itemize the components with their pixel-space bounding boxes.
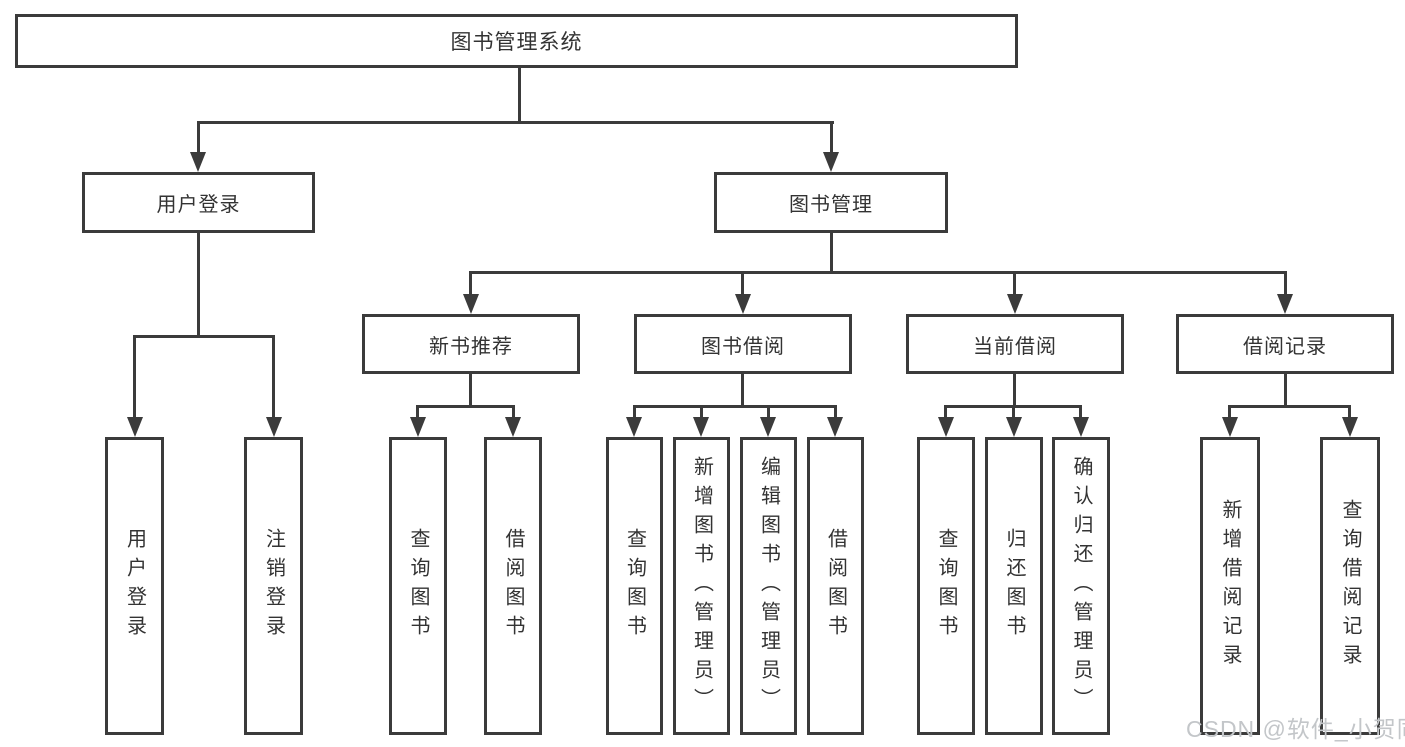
down-arrow-icon bbox=[1073, 417, 1089, 437]
leaf-borrow-books-2: 借阅图书 bbox=[807, 437, 864, 735]
down-arrow-icon bbox=[1222, 417, 1238, 437]
node-borrowing-records: 借阅记录 bbox=[1176, 314, 1394, 374]
leaf-logout: 注销登录 bbox=[244, 437, 303, 735]
connector-line bbox=[741, 374, 744, 408]
node-book-management: 图书管理 bbox=[714, 172, 948, 233]
down-arrow-icon bbox=[735, 294, 751, 314]
connector-line bbox=[133, 335, 275, 338]
connector-line bbox=[197, 121, 200, 155]
leaf-return-books: 归还图书 bbox=[985, 437, 1043, 735]
connector-line bbox=[197, 233, 200, 338]
leaf-query-books-3: 查询图书 bbox=[917, 437, 975, 735]
connector-line bbox=[197, 121, 834, 124]
down-arrow-icon bbox=[1342, 417, 1358, 437]
node-book-borrowing: 图书借阅 bbox=[634, 314, 852, 374]
leaf-query-books-2: 查询图书 bbox=[606, 437, 663, 735]
connector-line bbox=[416, 405, 515, 408]
down-arrow-icon bbox=[505, 417, 521, 437]
connector-line bbox=[767, 405, 770, 420]
connector-line bbox=[1284, 374, 1287, 408]
down-arrow-icon bbox=[1277, 294, 1293, 314]
leaf-query-borrow-record: 查询借阅记录 bbox=[1320, 437, 1380, 735]
node-user-login: 用户登录 bbox=[82, 172, 315, 233]
down-arrow-icon bbox=[827, 417, 843, 437]
connector-line bbox=[272, 335, 275, 420]
down-arrow-icon bbox=[463, 294, 479, 314]
leaf-user-login: 用户登录 bbox=[105, 437, 164, 735]
leaf-query-books-1: 查询图书 bbox=[389, 437, 447, 735]
leaf-borrow-books-1: 借阅图书 bbox=[484, 437, 542, 735]
down-arrow-icon bbox=[266, 417, 282, 437]
connector-line bbox=[1228, 405, 1231, 420]
connector-line bbox=[416, 405, 419, 420]
connector-line bbox=[469, 271, 472, 297]
down-arrow-icon bbox=[626, 417, 642, 437]
csdn-watermark: CSDN @软件_小贺同学 bbox=[1186, 716, 1405, 742]
leaf-edit-book-admin: 编辑图书（管理员） bbox=[740, 437, 797, 735]
down-arrow-icon bbox=[1007, 294, 1023, 314]
connector-line bbox=[1079, 405, 1082, 420]
connector-line bbox=[469, 271, 1287, 274]
down-arrow-icon bbox=[1006, 417, 1022, 437]
connector-line bbox=[512, 405, 515, 420]
connector-line bbox=[1012, 405, 1015, 420]
node-new-book-recommendation: 新书推荐 bbox=[362, 314, 580, 374]
node-root: 图书管理系统 bbox=[15, 14, 1018, 68]
connector-line bbox=[633, 405, 837, 408]
down-arrow-icon bbox=[190, 152, 206, 172]
connector-line bbox=[1013, 374, 1016, 408]
connector-line bbox=[633, 405, 636, 420]
connector-line bbox=[518, 67, 521, 123]
connector-line bbox=[700, 405, 703, 420]
connector-line bbox=[1284, 271, 1287, 297]
down-arrow-icon bbox=[823, 152, 839, 172]
leaf-add-book-admin: 新增图书（管理员） bbox=[673, 437, 730, 735]
connector-line bbox=[1228, 405, 1351, 408]
connector-line bbox=[1348, 405, 1351, 420]
connector-line bbox=[830, 233, 833, 274]
connector-line bbox=[944, 405, 947, 420]
down-arrow-icon bbox=[938, 417, 954, 437]
connector-line bbox=[830, 121, 833, 155]
node-current-borrowing: 当前借阅 bbox=[906, 314, 1124, 374]
down-arrow-icon bbox=[127, 417, 143, 437]
down-arrow-icon bbox=[760, 417, 776, 437]
down-arrow-icon bbox=[693, 417, 709, 437]
connector-line bbox=[469, 374, 472, 408]
connector-line bbox=[133, 335, 136, 420]
connector-line bbox=[834, 405, 837, 420]
connector-line bbox=[1013, 271, 1016, 297]
leaf-confirm-return-admin: 确认归还（管理员） bbox=[1052, 437, 1110, 735]
leaf-add-borrow-record: 新增借阅记录 bbox=[1200, 437, 1260, 735]
connector-line bbox=[741, 271, 744, 297]
down-arrow-icon bbox=[410, 417, 426, 437]
